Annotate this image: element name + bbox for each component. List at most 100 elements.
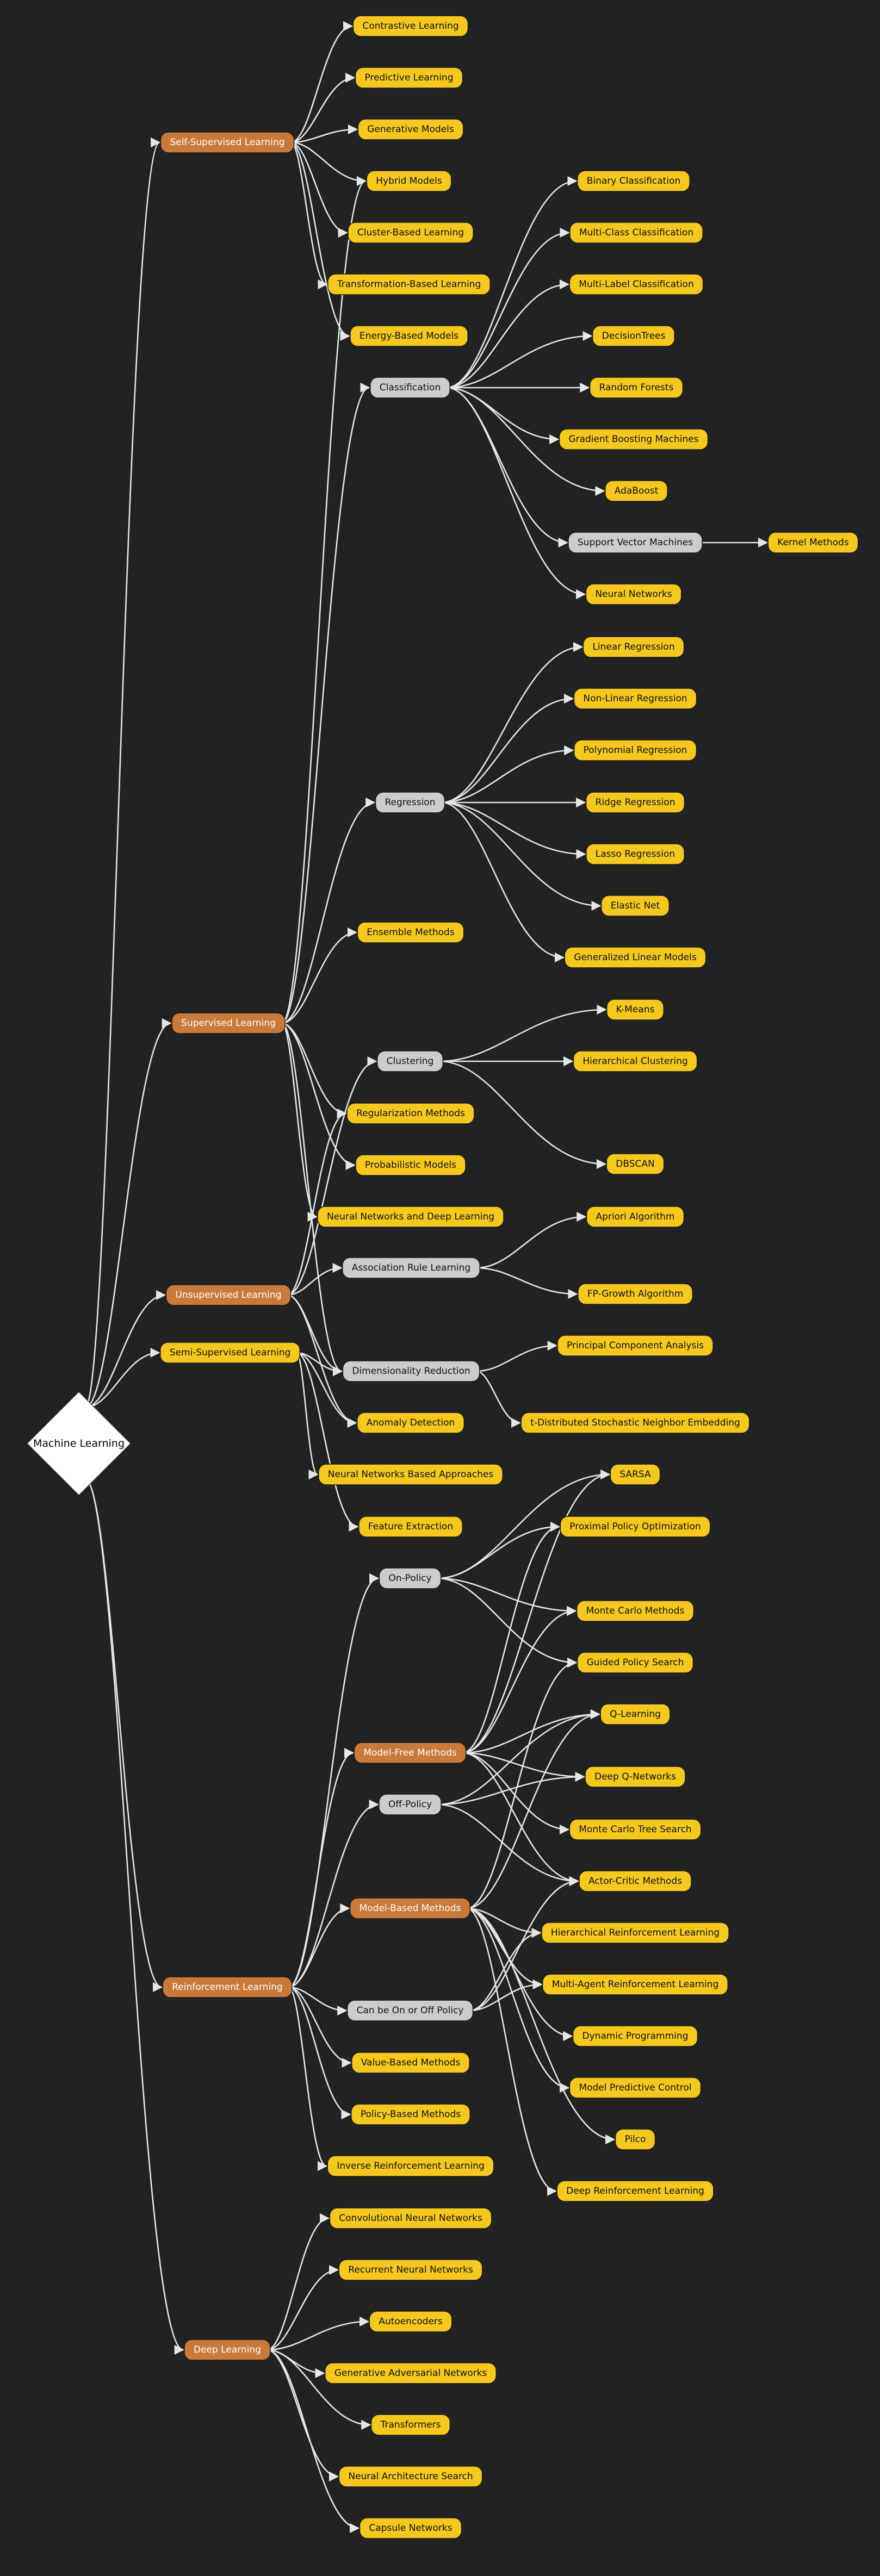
edge-modelbased-to-qlearning	[467, 1709, 600, 1909]
node-polynomial-regression: Polynomial Regression	[573, 739, 697, 761]
node-label: Model Predictive Control	[579, 2082, 691, 2093]
edge-dimred-to-tsne	[476, 1370, 522, 1428]
node-label: Hierarchical Reinforcement Learning	[551, 1927, 720, 1938]
node-label: Hierarchical Clustering	[582, 1056, 687, 1067]
edge-sl-to-classification	[281, 383, 370, 1024]
node-label: Ridge Regression	[596, 797, 676, 808]
node-binary-classification: Binary Classification	[577, 170, 691, 192]
node-box	[606, 1153, 665, 1175]
node-association-rule-learning: Association Rule Learning	[342, 1257, 480, 1279]
node-gradient-boosting-machines: Gradient Boosting Machines	[559, 428, 709, 450]
edge-classification-to-svm	[447, 387, 568, 548]
node-non-linear-regression: Non-Linear Regression	[573, 688, 697, 710]
node-label: Cluster-Based Learning	[357, 227, 464, 238]
node-classification: Classification	[370, 377, 450, 399]
node-adaboost: AdaBoost	[604, 480, 668, 502]
node-guided-policy-search: Guided Policy Search	[577, 1652, 694, 1673]
node-box	[338, 2259, 483, 2281]
node-model-predictive-control: Model Predictive Control	[569, 2077, 702, 2099]
node-box	[355, 67, 463, 89]
node-fp-growth-algorithm: FP-Growth Algorithm	[577, 1283, 693, 1305]
node-box	[559, 428, 709, 450]
node-box	[160, 132, 295, 153]
node-box	[357, 119, 464, 140]
node-self-supervised-learning: Self-Supervised Learning	[160, 132, 295, 153]
edge-rl-to-modelfree	[288, 1748, 355, 1988]
node-label: SARSA	[619, 1469, 651, 1480]
node-generalized-linear-models: Generalized Linear Models	[564, 947, 707, 968]
node-label: Transformers	[380, 2419, 441, 2430]
node-box	[357, 922, 464, 943]
node-proximal-policy-optimization: Proximal Policy Optimization	[560, 1516, 711, 1538]
node-model-free-methods: Model-Free Methods	[354, 1742, 467, 1764]
node-box	[370, 2414, 451, 2436]
node-box	[327, 273, 491, 295]
edge-ssl-to-clusterbased	[290, 141, 348, 238]
edge-rl-to-onoff	[288, 1986, 348, 2016]
node-neural-architecture-search: Neural Architecture Search	[338, 2466, 483, 2487]
node-support-vector-machines: Support Vector Machines	[568, 532, 703, 553]
edge-ssl-to-hybrid	[290, 141, 367, 186]
node-label: Actor-Critic Methods	[588, 1876, 682, 1887]
node-box	[342, 1257, 480, 1279]
edge-onoff-to-actorcritic	[469, 1876, 579, 2012]
node-label: Dimensionality Reduction	[352, 1366, 470, 1377]
edge-dl-to-rnn	[267, 2264, 339, 2351]
node-box	[582, 636, 685, 658]
node-box	[569, 2077, 702, 2099]
node-capsule-networks: Capsule Networks	[359, 2517, 462, 2539]
node-label: Random Forests	[599, 382, 674, 393]
node-box	[600, 895, 670, 917]
edge-regression-to-glm	[441, 801, 565, 963]
node-label: t-Distributed Stochastic Neighbor Embedd…	[530, 1417, 740, 1428]
node-generative-models: Generative Models	[357, 119, 464, 140]
node-label: Self-Supervised Learning	[170, 137, 284, 148]
node-transformers: Transformers	[370, 2414, 451, 2436]
edge-sl-to-dimred	[281, 1022, 343, 1376]
node-box	[171, 1012, 286, 1034]
edge-classification-to-adaboost	[447, 387, 605, 496]
node-box	[184, 2339, 271, 2361]
node-label: Kernel Methods	[777, 537, 849, 548]
node-label: Policy-Based Methods	[361, 2109, 461, 2120]
node-label: Reinforcement Learning	[172, 1982, 282, 1993]
node-clustering: Clustering	[376, 1050, 444, 1072]
node-box	[355, 1154, 466, 1176]
node-label: Multi-Agent Reinforcement Learning	[552, 1979, 719, 1990]
node-label: Predictive Learning	[364, 72, 453, 83]
node-box	[342, 1360, 480, 1382]
edge-clustering-to-dbscan	[439, 1060, 607, 1169]
node-label: Energy-Based Models	[360, 331, 458, 341]
node-label: Pilco	[624, 2134, 646, 2145]
edge-classification-to-nn	[447, 387, 586, 600]
edge-semi-to-nnbased	[296, 1352, 319, 1479]
node-probabilistic-models: Probabilistic Models	[355, 1154, 466, 1176]
edge-onpolicy-to-montecarlo	[437, 1577, 577, 1616]
edge-modelfree-to-montecarlo	[462, 1606, 577, 1754]
edge-modelfree-to-dqn	[462, 1752, 585, 1782]
node-sarsa: SARSA	[610, 1464, 661, 1485]
node-elastic-net: Elastic Net	[600, 895, 670, 917]
node-box	[585, 583, 682, 605]
edge-offpolicy-to-qlearning	[438, 1709, 600, 1806]
edge-classification-to-dtrees	[447, 331, 593, 389]
node-label: Elastic Net	[611, 900, 660, 911]
node-box	[586, 843, 685, 865]
node-box	[369, 2311, 453, 2332]
root-label: Machine Learning	[33, 1438, 125, 1449]
node-label: Inverse Reinforcement Learning	[337, 2161, 485, 2171]
node-box	[352, 15, 469, 37]
node-label: Gradient Boosting Machines	[568, 434, 698, 445]
node-t-distributed-stochastic-neighbor-embedding: t-Distributed Stochastic Neighbor Embedd…	[520, 1412, 750, 1434]
node-box	[370, 377, 450, 399]
node-box	[541, 1922, 729, 1944]
node-neural-networks: Neural Networks	[585, 583, 682, 605]
edge-onoff-to-marl	[469, 1979, 543, 2012]
edge-modelfree-to-qlearning	[462, 1709, 600, 1754]
edge-ssl-to-transformation	[290, 141, 328, 289]
node-deep-learning: Deep Learning	[184, 2339, 271, 2361]
edge-ssl-to-predictive	[290, 72, 356, 144]
node-supervised-learning: Supervised Learning	[171, 1012, 286, 1034]
node-box	[379, 1794, 442, 1815]
node-model-based-methods: Model-Based Methods	[349, 1897, 471, 1919]
